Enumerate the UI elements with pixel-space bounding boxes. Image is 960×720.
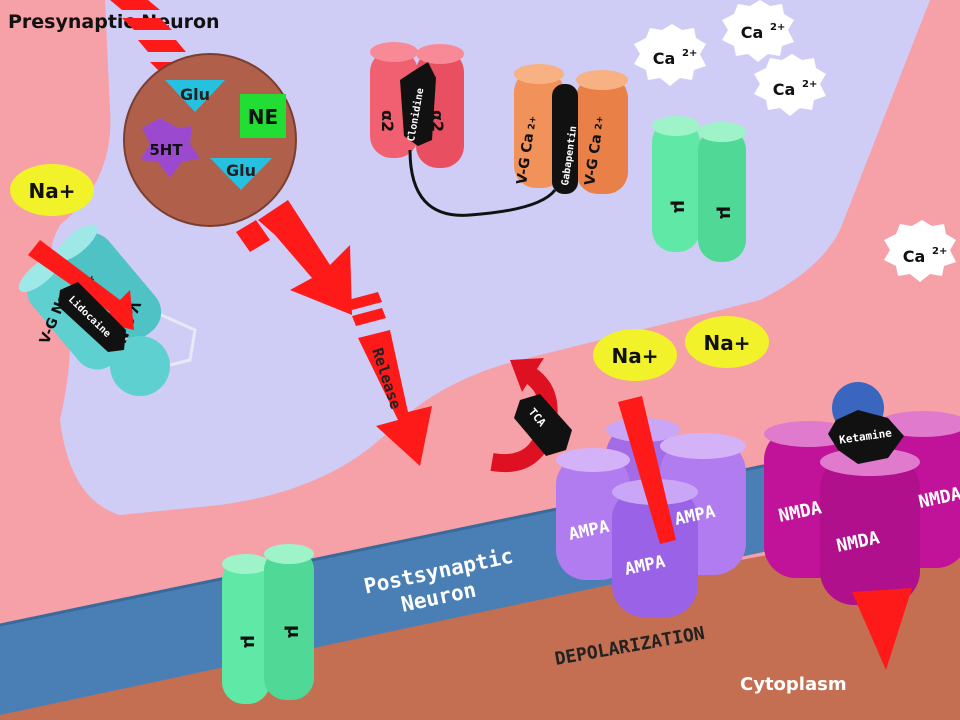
na-label-right: Na+ — [704, 331, 751, 355]
mu-label-post-left: μ — [239, 635, 260, 648]
mu-receptor-presynaptic: μ μ — [652, 116, 746, 262]
ampa-na-arrow — [618, 396, 676, 544]
vgca-label-left: V-G Ca — [514, 132, 537, 185]
mu-receptor-postsynaptic: μ μ — [222, 544, 314, 704]
ca-label-2: Ca — [653, 49, 676, 68]
na-ion-right: Na+ — [685, 316, 769, 368]
ca-ion-3: Ca 2+ — [754, 54, 826, 116]
ca-sup-2: 2+ — [682, 48, 697, 59]
ca-label-1: Ca — [741, 23, 764, 42]
mu-label-post-right: μ — [283, 625, 304, 638]
release-arrow-lower — [358, 330, 432, 466]
vgca-sup-left: 2+ — [527, 115, 539, 130]
mu-label-pre-right: μ — [715, 206, 736, 219]
glu-triangle-top — [165, 80, 225, 112]
ne-square — [240, 94, 286, 138]
vgca-channel: V-G Ca 2+ V-G Ca 2+ — [514, 64, 628, 194]
vesicle-5ht: 5HT — [149, 141, 183, 159]
5ht-star — [140, 118, 200, 178]
nmda-ca-arrow — [852, 588, 912, 670]
glu-triangle-bottom — [210, 158, 272, 190]
ca-ion-2: Ca 2+ — [634, 24, 706, 86]
vgca-label-right: V-G Ca — [582, 133, 605, 186]
clonidine-gabapentin-link — [408, 149, 557, 217]
alpha2-label-left: α2 — [378, 110, 397, 132]
na-ion-center: Na+ — [593, 329, 677, 381]
vgca-sup-right: 2+ — [594, 115, 606, 130]
clonidine-drug: Clonidine — [400, 62, 436, 146]
synaptic-vesicle: Glu NE 5HT Glu — [123, 53, 297, 227]
ketamine-drug: Ketamine — [828, 382, 904, 464]
vesicle-ne: NE — [248, 105, 278, 129]
ca-sup-3: 2+ — [802, 79, 817, 90]
mu-label-pre-left: μ — [669, 200, 690, 213]
na-label-left: Na+ — [29, 179, 76, 203]
tca-drug: TCA — [514, 394, 572, 456]
na-ion-left: Na+ — [10, 164, 94, 216]
ca-sup-4: 2+ — [932, 246, 947, 257]
vesicle-glu-bottom: Glu — [226, 161, 256, 180]
ca-label-4: Ca — [903, 247, 926, 266]
release-arrow-upper — [236, 200, 352, 315]
cytoplasm-label: Cytoplasm — [740, 674, 847, 695]
ca-ion-4: Ca 2+ — [884, 220, 956, 282]
na-label-center: Na+ — [612, 344, 659, 368]
presynaptic-label: Presynaptic Neuron — [8, 11, 220, 33]
gabapentin-drug: Gabapentin — [552, 84, 579, 194]
vesicle-glu-top: Glu — [180, 85, 210, 104]
ca-label-3: Ca — [773, 80, 796, 99]
ca-sup-1: 2+ — [770, 22, 785, 33]
release-stripes-mid — [348, 292, 386, 326]
ca-ion-1: Ca 2+ — [722, 0, 794, 62]
